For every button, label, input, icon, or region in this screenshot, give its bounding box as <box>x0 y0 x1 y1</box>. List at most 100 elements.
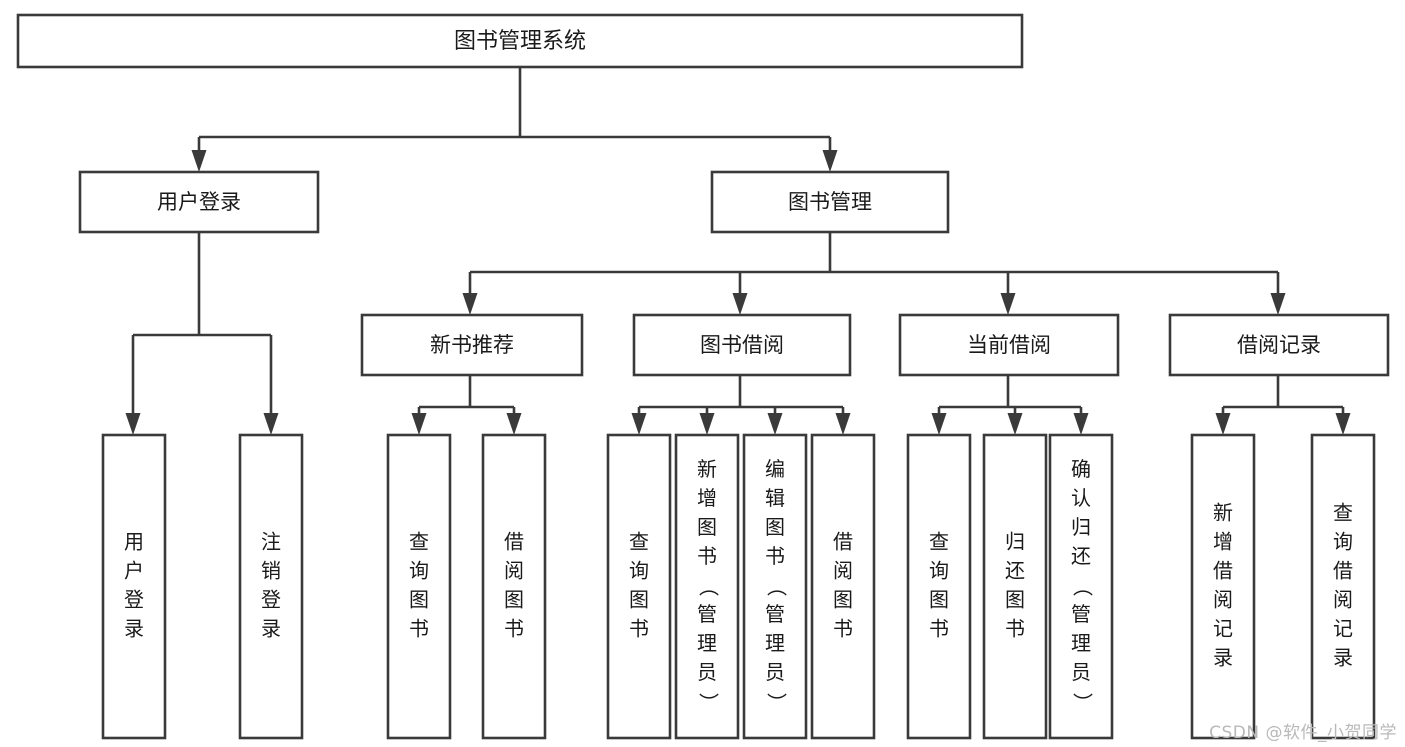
node-leaf-10-char: （ <box>1071 577 1095 597</box>
node-leaf-10-rect <box>1048 433 1114 740</box>
node-level3-2-rect <box>898 313 1120 377</box>
node-leaf-3-char: 书 <box>504 617 524 641</box>
group-0-arrow-0-head <box>411 413 427 435</box>
node-leaf-0[interactable]: 用户登录 <box>101 433 167 740</box>
node-leaf-6-char: 理 <box>765 631 785 655</box>
node-leaf-11-char: 记 <box>1213 617 1233 641</box>
manage-arrow-2-head <box>1000 293 1016 315</box>
node-leaf-5-char: 理 <box>697 631 717 655</box>
node-leaf-10-char: 还 <box>1071 544 1091 568</box>
node-leaf-5-char: 管 <box>697 602 717 626</box>
node-leaf-3-char: 图 <box>504 588 524 612</box>
node-level2-0[interactable]: 用户登录 <box>78 170 320 234</box>
node-leaf-11-rect <box>1190 433 1256 740</box>
node-leaf-5-char: 新 <box>697 457 717 481</box>
group-1-arrow-2-head <box>767 413 783 435</box>
node-leaf-8-rect <box>906 433 972 740</box>
node-leaf-9-char: 还 <box>1005 559 1025 583</box>
node-level2-0-rect <box>78 170 320 234</box>
login-arrow-0-head <box>125 413 141 435</box>
node-level3-0-label: 新书推荐 <box>430 333 514 357</box>
node-leaf-0-char: 户 <box>124 559 144 583</box>
node-leaf-2-char: 查 <box>409 530 429 554</box>
node-leaf-11-char: 借 <box>1213 559 1233 583</box>
node-leaf-6-char: 图 <box>765 515 785 539</box>
node-leaf-7-char: 借 <box>833 530 853 554</box>
group-2-arrow-2-head <box>1073 413 1089 435</box>
node-leaf-1-char: 销 <box>261 559 281 583</box>
node-leaf-8-char: 书 <box>929 617 949 641</box>
group-2-arrow-1-head <box>1007 413 1023 435</box>
node-leaf-5-char: ） <box>697 693 721 713</box>
node-level2-1[interactable]: 图书管理 <box>710 170 950 234</box>
node-leaf-11-char: 录 <box>1213 646 1233 670</box>
root-arrow-0-head <box>191 150 207 172</box>
node-leaf-1-char: 注 <box>261 530 281 554</box>
node-leaf-5-char: 员 <box>697 660 717 684</box>
node-level3-2-label: 当前借阅 <box>967 333 1051 357</box>
node-root-rect <box>16 13 1024 69</box>
node-leaf-10-char: 确 <box>1071 457 1091 481</box>
node-level3-3-label: 借阅记录 <box>1237 333 1321 357</box>
group-1-arrow-1-head <box>699 413 715 435</box>
node-leaf-12-char: 询 <box>1333 530 1353 554</box>
node-leaf-5-char: 增 <box>697 486 717 510</box>
node-leaf-7-char: 图 <box>833 588 853 612</box>
node-level3-3-rect <box>1168 313 1390 377</box>
node-leaf-12-char: 记 <box>1333 617 1353 641</box>
node-leaf-12-char: 查 <box>1333 501 1353 525</box>
root-arrow-1-head <box>822 150 838 172</box>
node-leaf-5-char: 图 <box>697 515 717 539</box>
node-leaf-12-rect <box>1310 433 1376 740</box>
node-leaf-11-char: 阅 <box>1213 588 1233 612</box>
node-leaf-11-char: 增 <box>1213 530 1233 554</box>
node-leaf-4-char: 书 <box>629 617 649 641</box>
node-level3-2[interactable]: 当前借阅 <box>898 313 1120 377</box>
node-leaf-8-char: 查 <box>929 530 949 554</box>
manage-arrow-0-head <box>462 293 478 315</box>
node-leaf-6-char: 管 <box>765 602 785 626</box>
node-leaf-3-char: 借 <box>504 530 524 554</box>
node-leaf-4-char: 图 <box>629 588 649 612</box>
node-level3-1[interactable]: 图书借阅 <box>632 313 852 377</box>
node-leaf-0-char: 用 <box>124 530 144 554</box>
node-level3-3[interactable]: 借阅记录 <box>1168 313 1390 377</box>
node-leaf-12-char: 借 <box>1333 559 1353 583</box>
node-leaf-12-char: 阅 <box>1333 588 1353 612</box>
node-leaf-3-rect <box>481 433 547 740</box>
node-leaf-10-char: 归 <box>1071 515 1091 539</box>
group-3-arrow-1-head <box>1335 413 1351 435</box>
group-1-arrow-0-head <box>631 413 647 435</box>
node-leaf-0-char: 登 <box>124 588 144 612</box>
node-leaf-2-char: 图 <box>409 588 429 612</box>
node-level3-1-rect <box>632 313 852 377</box>
node-leaf-6-char: （ <box>765 577 789 597</box>
node-leaf-7-char: 书 <box>833 617 853 641</box>
node-leaf-5-char: （ <box>697 577 721 597</box>
node-leaf-2-char: 书 <box>409 617 429 641</box>
node-root-label: 图书管理系统 <box>454 29 586 54</box>
node-leaf-4-char: 询 <box>629 559 649 583</box>
node-root[interactable]: 图书管理系统 <box>16 13 1024 69</box>
node-level3-0[interactable]: 新书推荐 <box>360 313 584 377</box>
node-leaf-6-char: 辑 <box>765 486 785 510</box>
node-leaf-0-char: 录 <box>124 617 144 641</box>
node-leaf-6-rect <box>742 433 808 740</box>
node-leaf-4-rect <box>606 433 672 740</box>
node-leaf-8-char: 询 <box>929 559 949 583</box>
node-leaf-10-char: 管 <box>1071 602 1091 626</box>
